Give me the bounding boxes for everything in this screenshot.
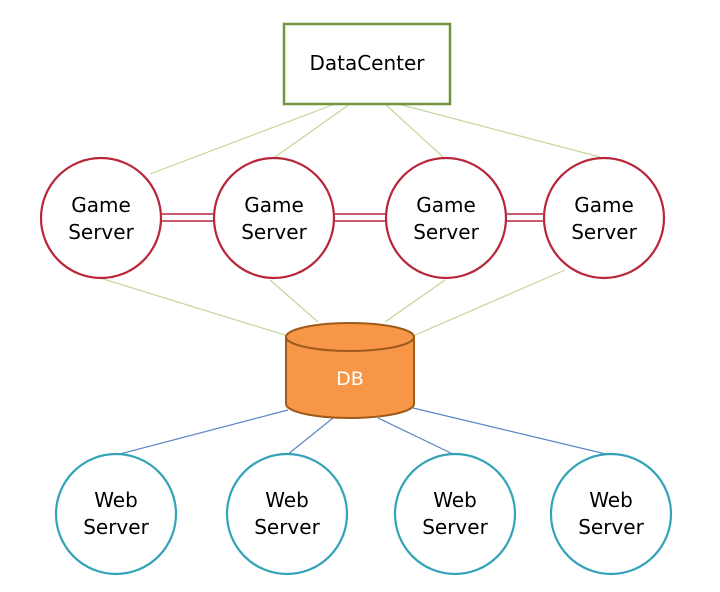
game-server-label-line2: Server <box>68 220 134 244</box>
datacenter-label: DataCenter <box>309 51 425 75</box>
game-server-label-line1: Game <box>574 193 634 217</box>
connector-gs2-db <box>269 279 319 323</box>
web-server-label-line1: Web <box>589 488 633 512</box>
game-server-node[interactable]: Game Server <box>39 156 163 280</box>
game-server-node[interactable]: Game Server <box>542 156 666 280</box>
game-server-label-line2: Server <box>241 220 307 244</box>
db-cylinder-top <box>285 322 415 352</box>
web-server-label-line1: Web <box>433 488 477 512</box>
web-server-label-line2: Server <box>422 515 488 539</box>
web-server-label-line2: Server <box>83 515 149 539</box>
link-gs1-gs2 <box>162 213 213 222</box>
web-server-label-line1: Web <box>265 488 309 512</box>
connector-gs3-db <box>384 279 446 323</box>
web-server-node[interactable]: Web Server <box>54 452 178 576</box>
game-server-label-line2: Server <box>571 220 637 244</box>
web-server-node[interactable]: Web Server <box>549 452 673 576</box>
link-gs2-gs3 <box>335 213 386 222</box>
connector-gs1-db <box>99 277 289 337</box>
datacenter-connectors <box>149 103 601 175</box>
connector-db-ws4 <box>412 407 611 456</box>
link-gs3-gs4 <box>507 213 543 222</box>
connector-db-ws3 <box>377 417 456 456</box>
db-cylinder-body <box>285 337 415 419</box>
connector-dc-gs1 <box>149 103 336 175</box>
datacenter-node[interactable]: DataCenter <box>282 22 452 106</box>
connector-db-ws1 <box>115 409 289 456</box>
web-server-node[interactable]: Web Server <box>393 452 517 576</box>
db-game-connectors <box>99 269 566 337</box>
connector-dc-gs3 <box>384 103 444 158</box>
game-server-label-line1: Game <box>71 193 131 217</box>
connector-db-ws2 <box>286 417 334 456</box>
web-server-label-line2: Server <box>254 515 320 539</box>
db-node[interactable]: DB <box>285 322 415 419</box>
db-web-connectors <box>115 407 611 456</box>
game-server-node[interactable]: Game Server <box>384 156 508 280</box>
game-server-label-line1: Game <box>416 193 476 217</box>
connector-dc-gs4 <box>397 103 601 158</box>
game-server-label-line2: Server <box>413 220 479 244</box>
web-server-node[interactable]: Web Server <box>225 452 349 576</box>
game-server-links <box>162 213 543 222</box>
game-server-label-line1: Game <box>244 193 304 217</box>
web-server-label-line2: Server <box>578 515 644 539</box>
game-server-node[interactable]: Game Server <box>212 156 336 280</box>
web-server-label-line1: Web <box>94 488 138 512</box>
db-label: DB <box>336 368 364 390</box>
connector-gs4-db <box>412 269 566 337</box>
connector-dc-gs2 <box>274 103 351 158</box>
